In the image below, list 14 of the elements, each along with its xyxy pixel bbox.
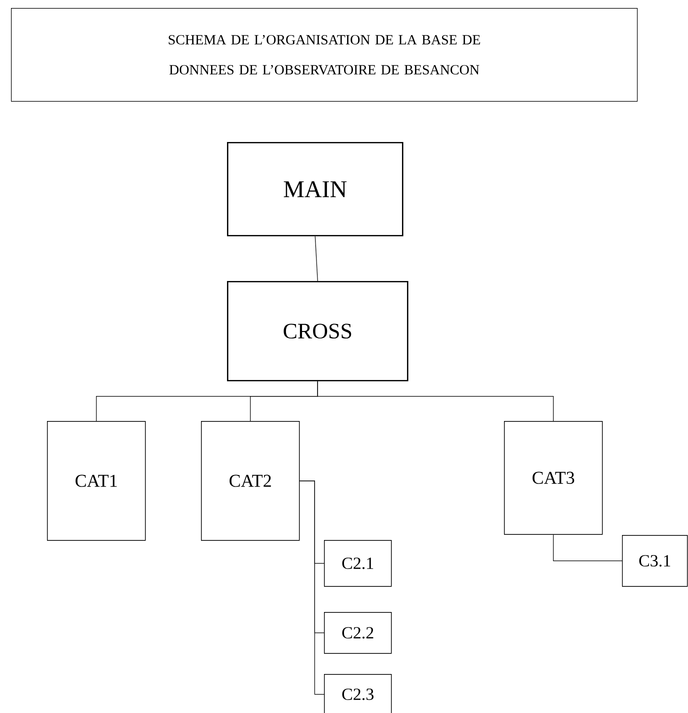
main-box: MAIN (227, 142, 404, 236)
subcategory-box: C2.3 (324, 674, 392, 713)
subcategory-box: C2.1 (324, 540, 392, 587)
connector-line (314, 236, 318, 282)
title-box: SCHEMA DE L’ORGANISATION DE LA BASE DE DONNEES DE L’OBSERVATOIRE DE BESANCON (11, 8, 638, 102)
category-box: CAT2 (201, 421, 300, 541)
connector-line (317, 381, 554, 422)
subcategory-box: C3.1 (622, 535, 688, 587)
category-box: CAT1 (47, 421, 146, 541)
connector-line (553, 534, 622, 562)
category-box: CAT3 (504, 421, 603, 535)
subcategory-box: C2.2 (324, 612, 392, 654)
connector-line (299, 480, 324, 695)
cross-box: CROSS (227, 281, 408, 382)
